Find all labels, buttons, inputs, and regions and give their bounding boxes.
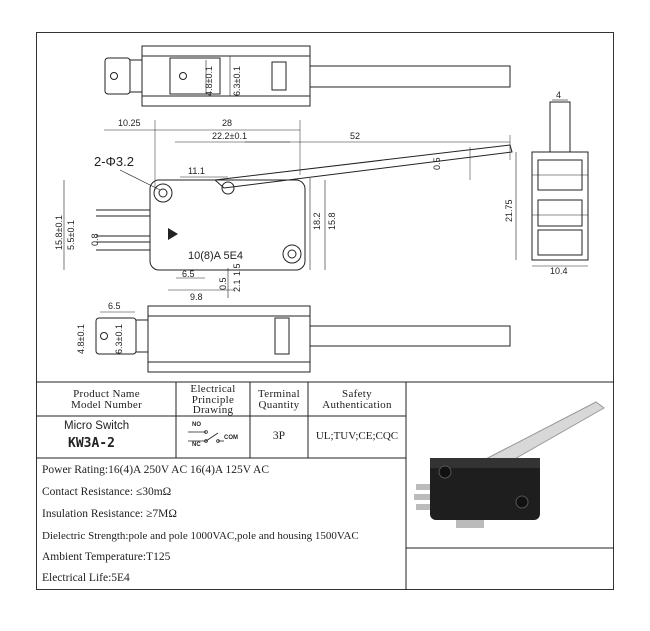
dim-top-6-3: 6.3±0.1 xyxy=(232,66,242,96)
terminal-quantity: 3P xyxy=(272,430,286,442)
header-principle-line2: Principle xyxy=(191,393,235,406)
top-view: 4.8±0.1 6.3±0.1 xyxy=(104,45,511,107)
header-principle: Electrical Principle Drawing xyxy=(176,384,250,416)
header-product-line2: Model Number xyxy=(70,398,143,411)
header-principle-line3: Drawing xyxy=(192,404,234,416)
spec-ambient-temperature: Ambient Temperature:T125 xyxy=(42,551,171,563)
dim-52: 52 xyxy=(350,131,360,141)
header-terminal: Terminal Quantity xyxy=(250,389,308,410)
dim-28: 28 xyxy=(222,118,232,128)
schematic-nc-label: NC xyxy=(192,442,201,448)
dim-21-75: 21.75 xyxy=(504,199,514,222)
dim-0-5: 0.5 xyxy=(432,157,442,170)
dim-18-2: 18.2 xyxy=(312,212,322,230)
dim-bot-6-3: 6.3±0.1 xyxy=(114,324,124,354)
dim-2-1: 2.1 xyxy=(232,279,242,292)
header-safety: Safety Authentication xyxy=(308,389,406,410)
dim-4: 4 xyxy=(556,90,561,100)
dim-15-8: 15.8±0.1 xyxy=(54,215,64,250)
schematic-no-label: NO xyxy=(192,422,201,428)
header-safety-line1: Safety xyxy=(342,388,372,400)
drawing-sheet xyxy=(36,32,614,590)
product-photo xyxy=(414,401,605,528)
header-terminal-line2: Quantity xyxy=(258,398,300,411)
dim-holes: 2-Φ3.2 xyxy=(94,154,134,169)
dim-22-2: 22.2±0.1 xyxy=(212,131,247,141)
dim-0-8: 0.8 xyxy=(90,233,100,246)
header-principle-line1: Electrical xyxy=(190,383,236,395)
dim-10-4: 10.4 xyxy=(550,266,568,276)
spec-electrical-life: Electrical Life:5E4 xyxy=(42,572,130,584)
bottom-view: 6.5 4.8±0.1 6.3±0.1 xyxy=(76,301,511,373)
schematic-com-label: COM xyxy=(224,435,238,441)
body-marking: 10(8)A 5E4 xyxy=(188,250,243,262)
spec-dielectric-strength: Dielectric Strength:pole and pole 1000VA… xyxy=(42,530,359,542)
dim-9-8: 9.8 xyxy=(190,292,203,302)
safety-authentication: UL;TUV;CE;CQC xyxy=(315,430,399,442)
product-name: Micro Switch xyxy=(64,420,130,432)
header-product-line1: Product Name xyxy=(73,388,140,400)
model-number: KW3A-2 xyxy=(68,436,115,451)
spec-table-grid xyxy=(36,381,614,590)
dim-11-1: 11.1 xyxy=(188,166,205,176)
spec-contact-resistance: Contact Resistance: ≤30mΩ xyxy=(42,486,172,498)
dim-15-8b: 15.8 xyxy=(327,212,337,230)
dim-5-5: 5.5±0.1 xyxy=(66,220,76,250)
side-view: 4 21.75 10.4 xyxy=(504,90,589,276)
header-terminal-line1: Terminal xyxy=(258,388,300,400)
dim-0-5b: 0.5 xyxy=(218,277,228,290)
dim-6-5b: 6.5 xyxy=(108,301,121,311)
spec-power-rating: Power Rating:16(4)A 250V AC 16(4)A 125V … xyxy=(42,464,270,476)
dim-10-25: 10.25 xyxy=(118,118,141,128)
spec-insulation-resistance: Insulation Resistance: ≥7MΩ xyxy=(42,508,177,520)
dim-6-5a: 6.5 xyxy=(182,269,195,279)
dim-bot-4-8: 4.8±0.1 xyxy=(76,324,86,354)
switch-schematic xyxy=(188,430,224,443)
dim-1-5: 1.5 xyxy=(232,263,242,276)
header-safety-line2: Authentication xyxy=(322,398,392,411)
dim-top-4-8: 4.8±0.1 xyxy=(204,66,214,96)
header-product: Product Name Model Number xyxy=(37,389,176,410)
front-view: 10.25 28 22.2±0.1 52 2-Φ3.2 11.1 0.5 xyxy=(54,118,513,302)
